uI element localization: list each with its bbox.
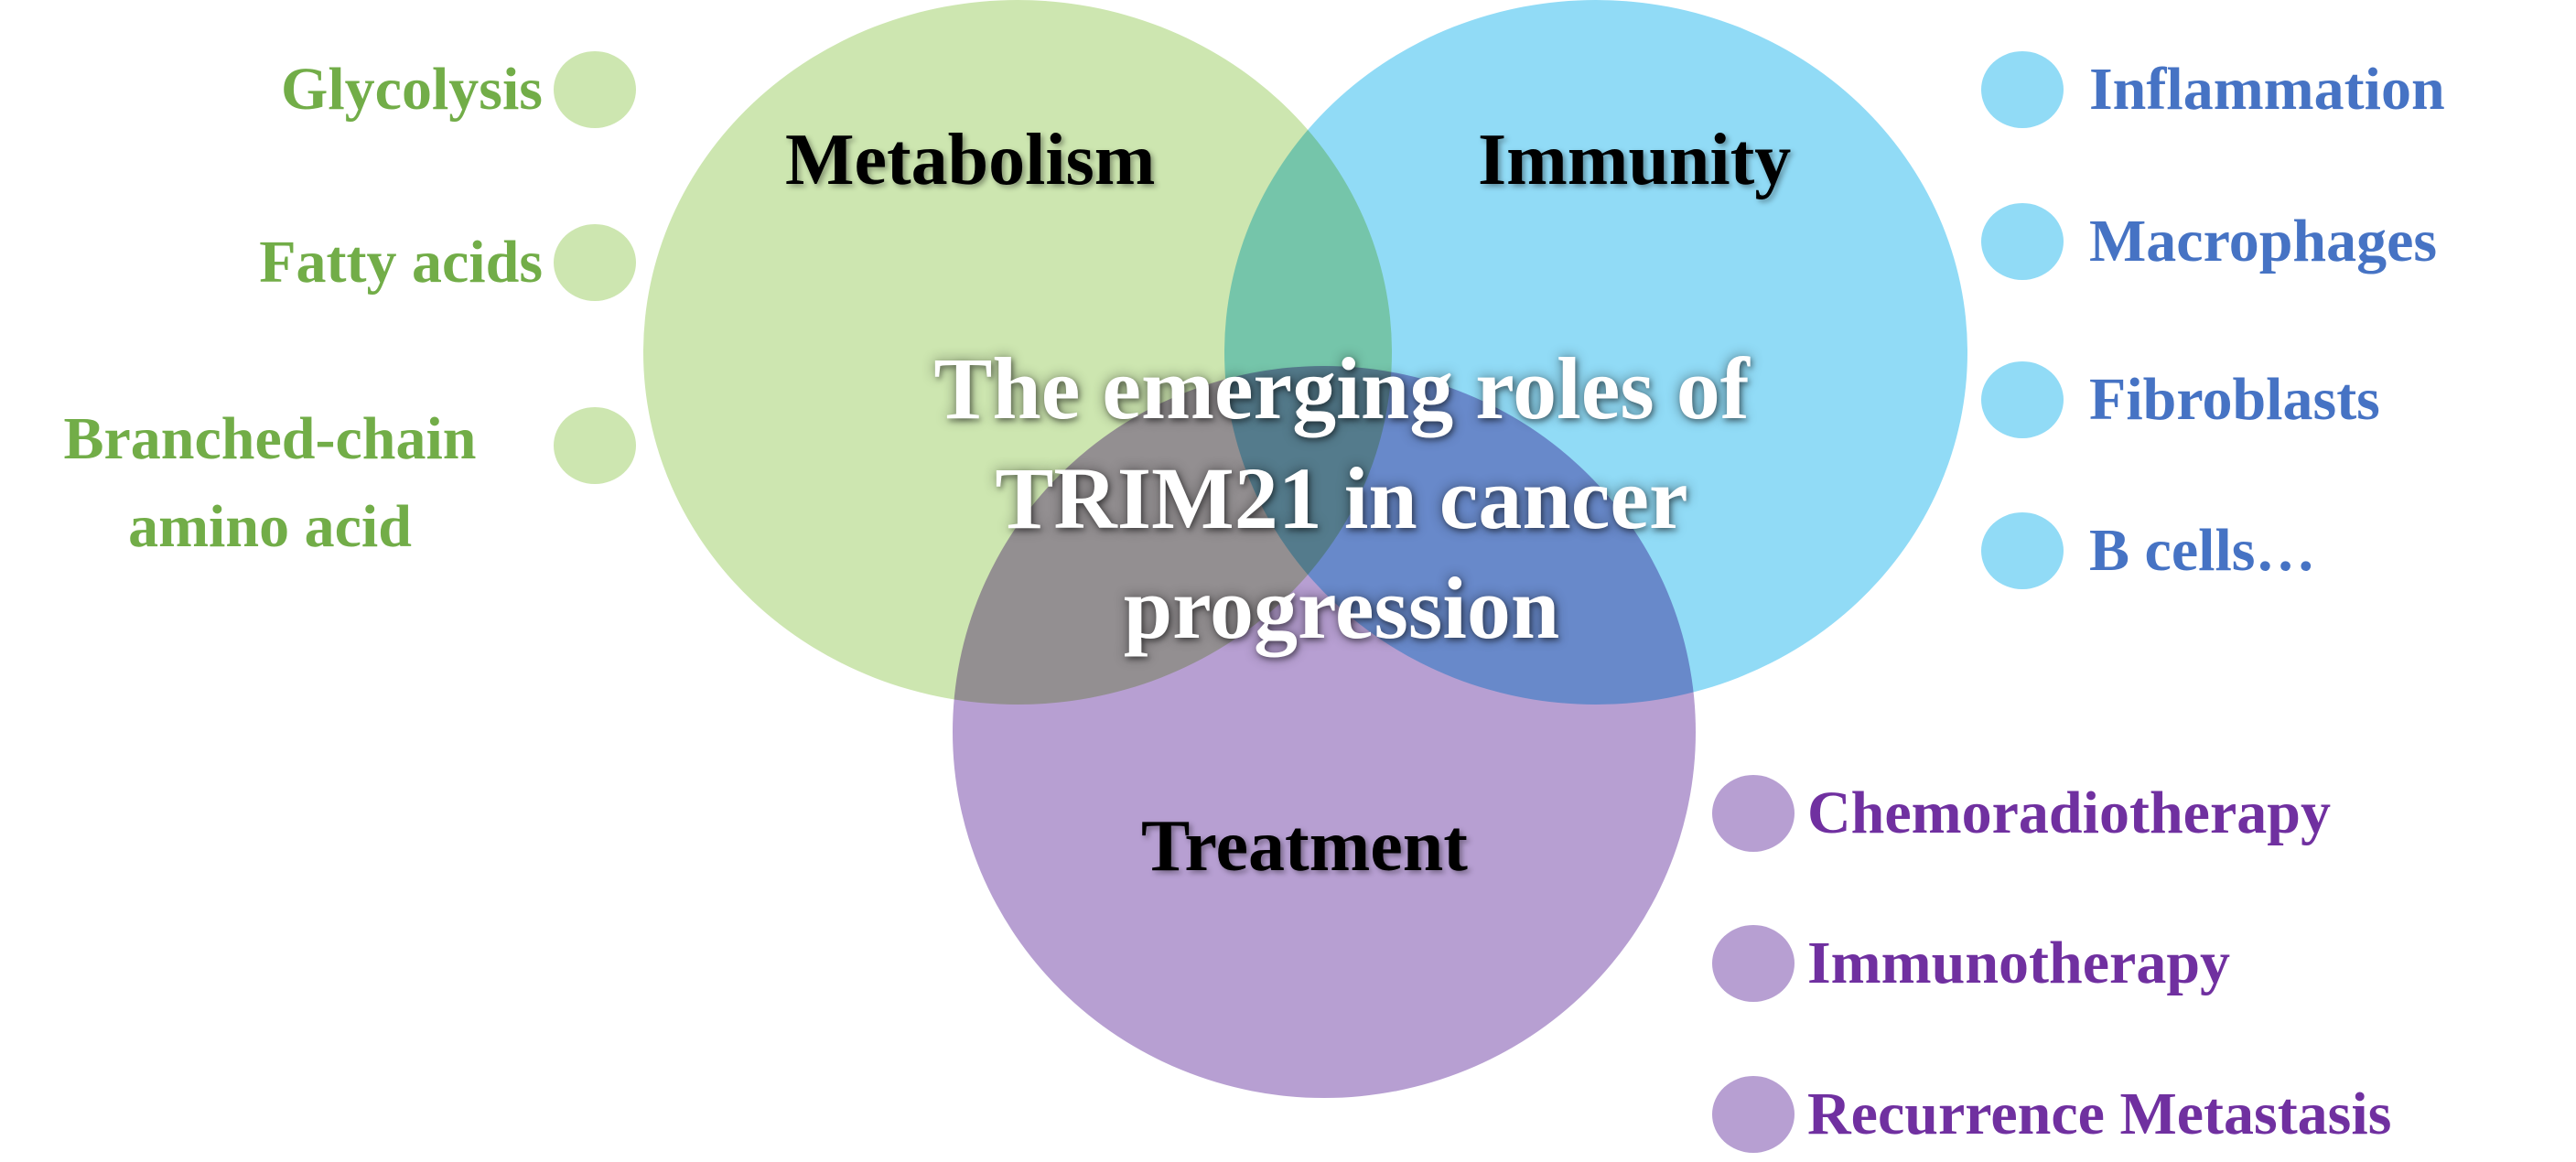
- center-title: The emerging roles of TRIM21 in cancer p…: [820, 334, 1863, 663]
- treatment-bullet-dot: [1712, 775, 1795, 852]
- branched-chain-label: Branched-chain amino acid: [63, 405, 477, 560]
- metabolism-title: Metabolism: [785, 120, 1156, 200]
- metabolism-item-glycolysis: Glycolysis: [280, 56, 543, 123]
- center-title-line-2: TRIM21 in cancer: [995, 449, 1688, 547]
- immunity-bullet-dot: [1981, 51, 2064, 128]
- treatment-circle: [953, 366, 1696, 1098]
- metabolism-bullet-dot: [554, 51, 636, 128]
- treatment-item-immunotherapy: Immunotherapy: [1807, 930, 2231, 996]
- immunity-bullet-dot: [1981, 361, 2064, 438]
- immunity-title: Immunity: [1478, 120, 1792, 200]
- metabolism-bullet-dot: [554, 224, 636, 301]
- treatment-item-recurrence-metastasis: Recurrence Metastasis: [1807, 1081, 2392, 1147]
- metabolism-bullet-dot: [554, 407, 636, 484]
- immunity-item-b-cells: B cells…: [2089, 517, 2316, 584]
- treatment-bullet-dot: [1712, 1076, 1795, 1153]
- treatment-title: Treatment: [1141, 806, 1468, 887]
- immunity-item-fibroblasts: Fibroblasts: [2089, 366, 2380, 433]
- immunity-item-inflammation: Inflammation: [2089, 56, 2445, 123]
- treatment-bullet-dot: [1712, 925, 1795, 1002]
- center-title-line-1: The emerging roles of: [933, 339, 1750, 437]
- metabolism-item-fatty-acids: Fatty acids: [259, 229, 543, 296]
- metabolism-item-branched-chain-amino-acid: Branched-chain amino acid: [14, 395, 526, 571]
- immunity-item-macrophages: Macrophages: [2089, 208, 2438, 274]
- center-title-line-3: progression: [1123, 559, 1560, 657]
- treatment-item-chemoradiotherapy: Chemoradiotherapy: [1807, 780, 2331, 846]
- immunity-bullet-dot: [1981, 203, 2064, 280]
- immunity-bullet-dot: [1981, 512, 2064, 589]
